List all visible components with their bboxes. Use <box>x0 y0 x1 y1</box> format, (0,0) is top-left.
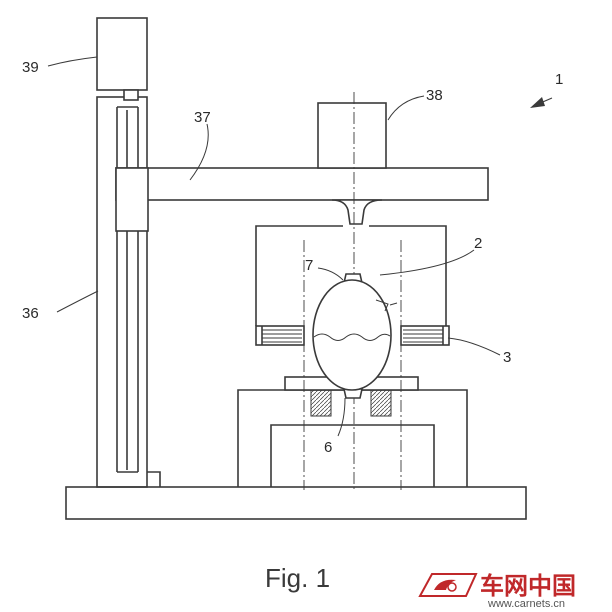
vertical-column <box>96 96 161 488</box>
motor-box <box>96 17 148 101</box>
egg-workpiece <box>312 273 398 399</box>
label-39: 39 <box>22 59 39 76</box>
label-2: 2 <box>474 235 482 252</box>
coil-frame-right <box>369 225 447 326</box>
label-1: 1 <box>555 71 563 88</box>
holder-nozzle <box>331 199 383 225</box>
base-plate <box>65 486 527 520</box>
coil-right <box>400 325 450 346</box>
label-3: 3 <box>503 349 511 366</box>
label-38: 38 <box>426 87 443 104</box>
carnets-logo-icon <box>418 573 478 597</box>
coil-left <box>255 325 305 346</box>
watermark-brand: 车网中国 <box>480 572 576 600</box>
drive-unit-box <box>317 102 387 169</box>
label-6: 6 <box>324 439 332 456</box>
label-37: 37 <box>194 109 211 126</box>
figure-caption: Fig. 1 <box>265 563 330 593</box>
coil-frame-left <box>255 225 343 326</box>
horizontal-arm <box>115 167 489 232</box>
arrowhead-icon <box>530 97 545 108</box>
label-36: 36 <box>22 305 39 322</box>
label-7: 7 <box>305 257 313 274</box>
leader-lines <box>47 56 553 437</box>
watermark-url: www.carnets.cn <box>487 598 565 610</box>
